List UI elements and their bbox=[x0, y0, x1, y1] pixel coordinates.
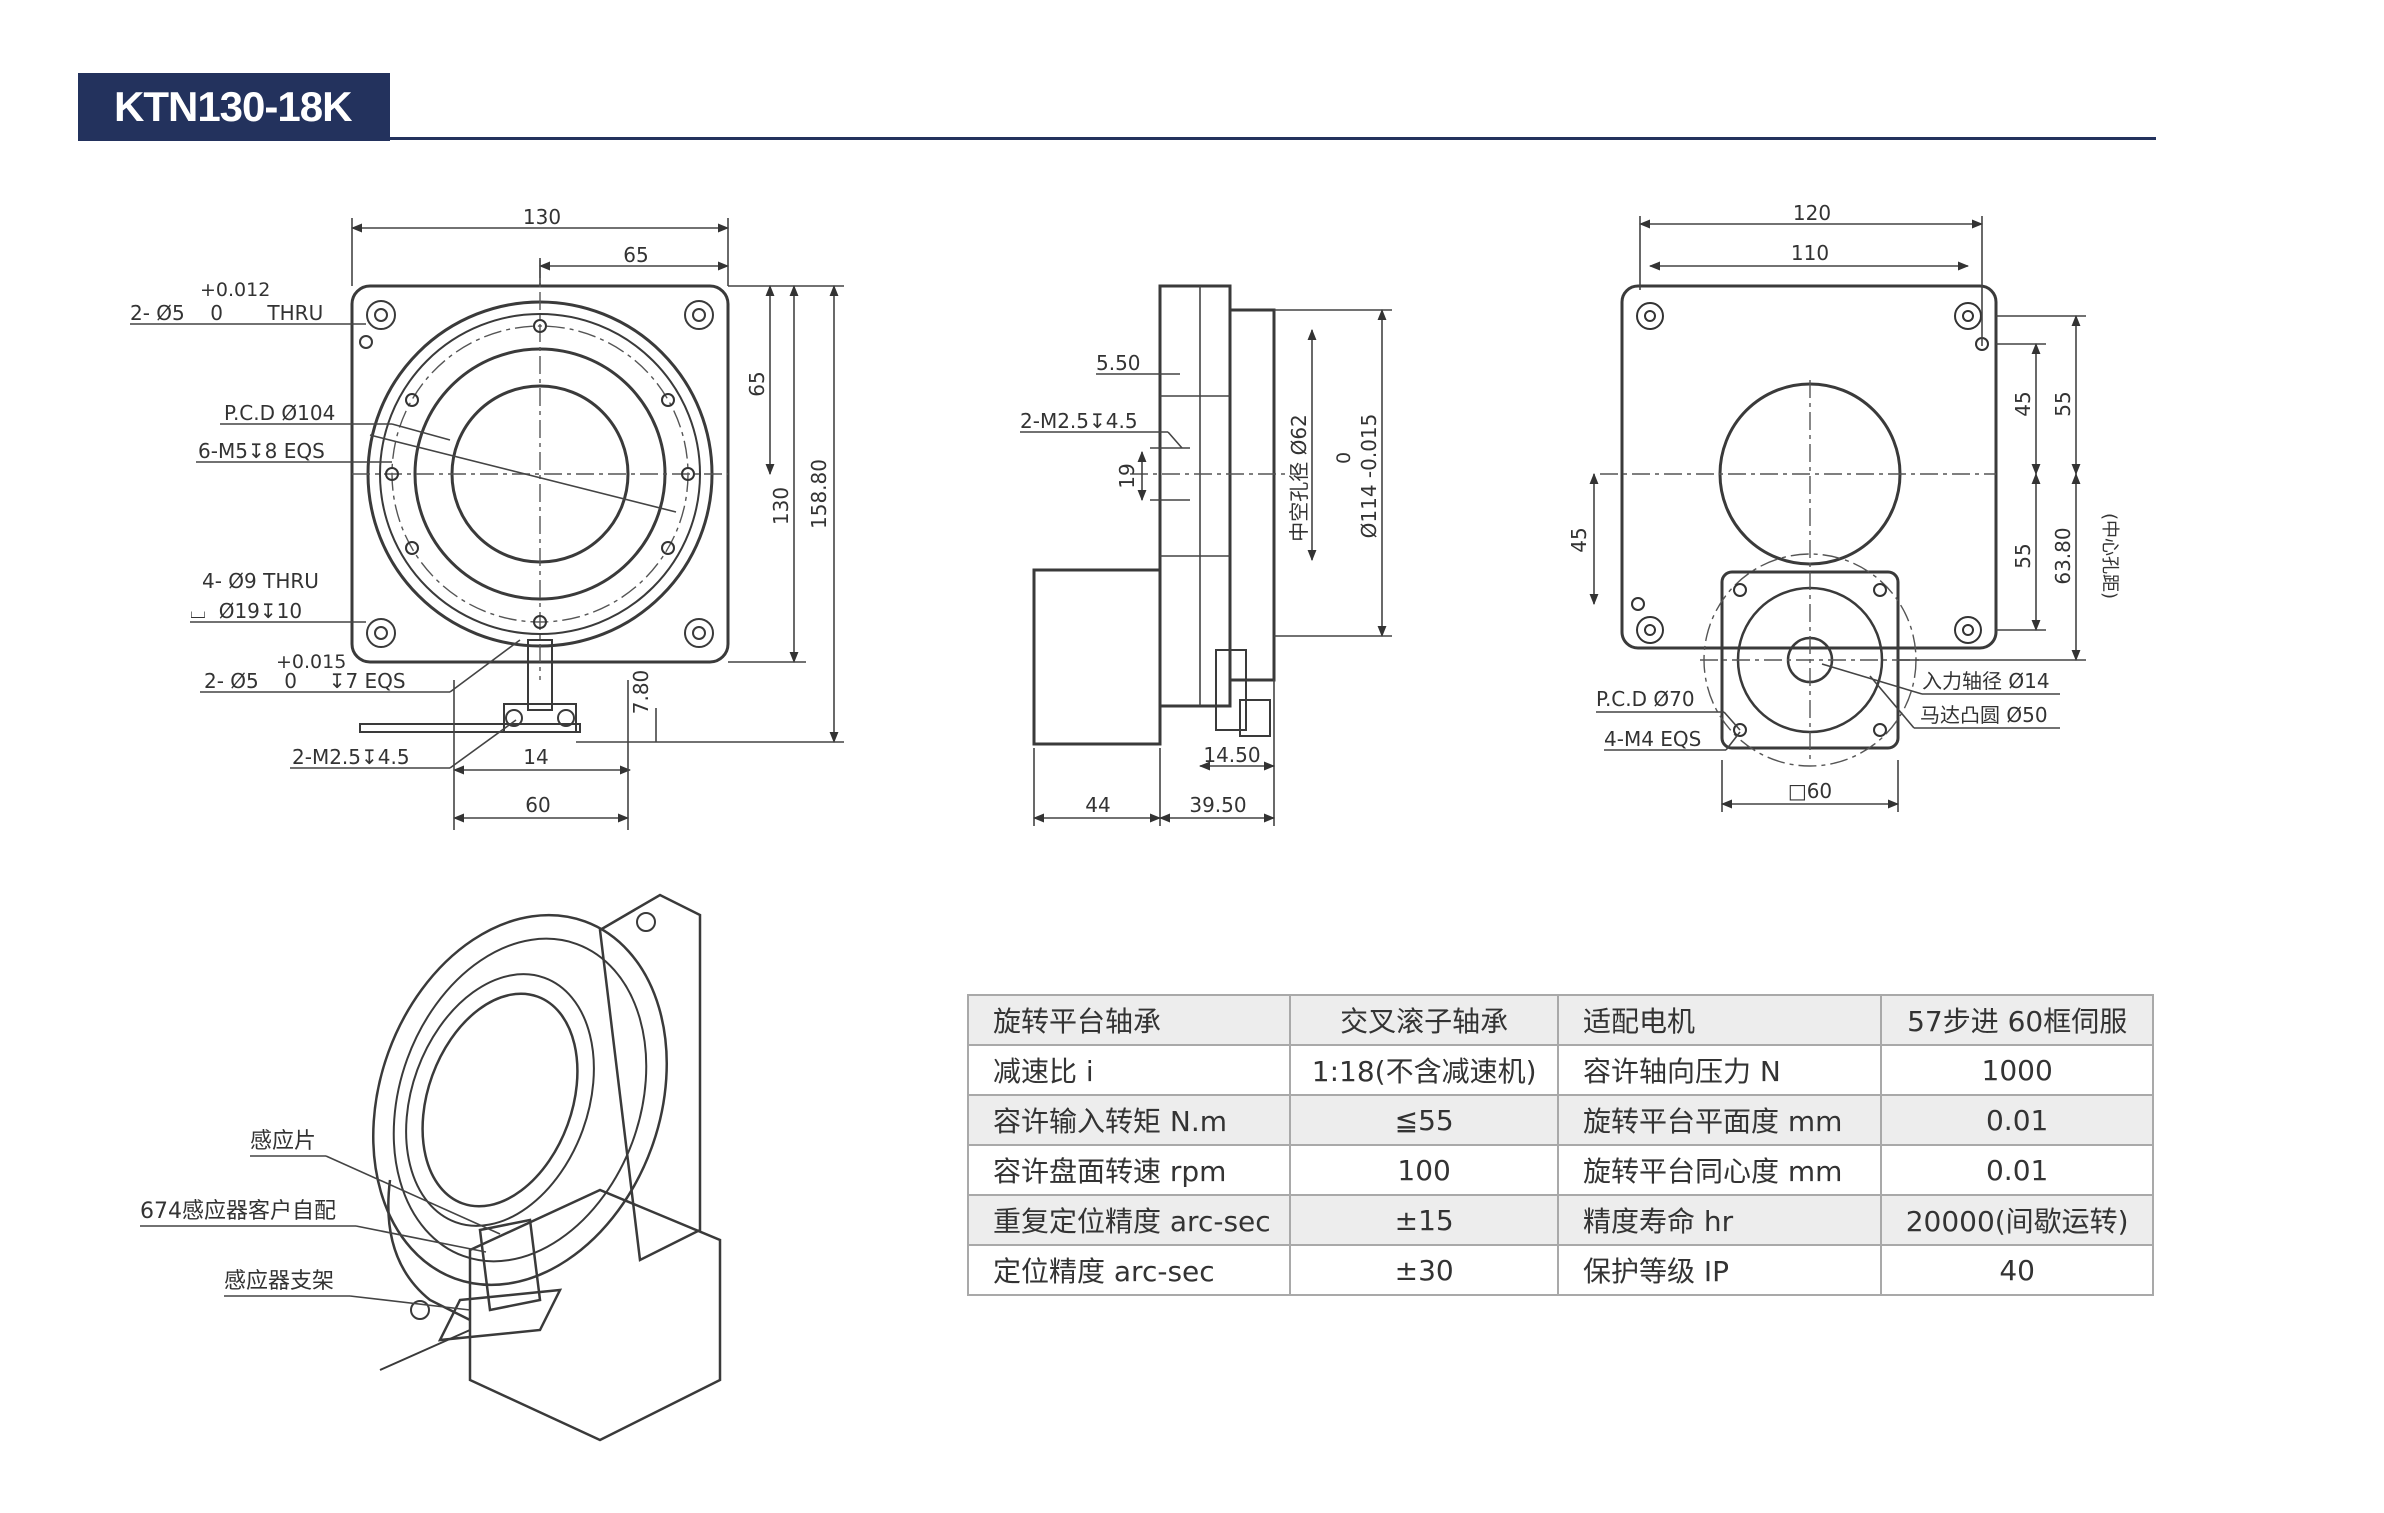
side-body bbox=[1158, 284, 1232, 708]
spec-key: 容许盘面转速 rpm bbox=[966, 1144, 1292, 1196]
rear-pcd-label: P.C.D Ø70 bbox=[1596, 687, 1695, 711]
rear-dim-55a: 55 bbox=[2051, 391, 2075, 416]
iso-sensor bbox=[437, 1288, 563, 1342]
spec-value: 1:18(不含减速机) bbox=[1289, 1044, 1559, 1096]
spec-value: 0.01 bbox=[1880, 1094, 2154, 1146]
iso-sensor-bracket bbox=[478, 1218, 542, 1312]
spec-value: 40 bbox=[1880, 1244, 2154, 1296]
side-bore-label: 中空孔径 Ø62 bbox=[1287, 414, 1311, 542]
rear-dim-45b: 45 bbox=[1567, 527, 1591, 552]
front-corner-holes bbox=[359, 300, 714, 648]
spec-key: 旋转平台同心度 mm bbox=[1556, 1144, 1883, 1196]
front-ring-2 bbox=[379, 313, 701, 635]
isometric-labels: 感应片 674感应器客户自配 感应器支架 bbox=[140, 1129, 501, 1311]
front-dim-14: 14 bbox=[523, 745, 548, 769]
iso-label-bracket: 感应器支架 bbox=[224, 1269, 334, 1294]
front-counterbore-label: ⌴ Ø19↧10 bbox=[190, 599, 302, 623]
spec-value: 57步进 60框伺服 bbox=[1880, 994, 2154, 1046]
table-row: 容许输入转矩 N.m ≦55 旋转平台平面度 mm 0.01 bbox=[966, 1094, 2154, 1146]
side-dim-3950: 39.50 bbox=[1189, 793, 1246, 817]
isometric-view bbox=[372, 893, 722, 1442]
header-rule bbox=[390, 137, 2156, 140]
rear-dim-55b: 55 bbox=[2011, 543, 2035, 568]
front-dim-v65: 65 bbox=[745, 371, 769, 396]
rear-plate bbox=[1620, 284, 1998, 650]
side-dim-19: 19 bbox=[1115, 463, 1139, 488]
front-pcd-leader bbox=[369, 434, 677, 513]
spec-key: 重复定位精度 arc-sec bbox=[966, 1194, 1292, 1246]
front-m25-label: 2-M2.5↧4.5 bbox=[292, 745, 410, 769]
rear-dim-sq60: □60 bbox=[1788, 779, 1832, 803]
iso-side-plate bbox=[598, 893, 702, 1262]
front-pcd-label: P.C.D Ø104 bbox=[224, 401, 335, 425]
front-view: 130 65 65 130 158.80 7.80 14 60 +0.012 2… bbox=[130, 205, 844, 830]
rear-dim-45a: 45 bbox=[2011, 391, 2035, 416]
side-tol-0: 0 bbox=[1333, 452, 1355, 464]
rear-shaft-label: 入力轴径 Ø14 bbox=[1922, 669, 2050, 693]
table-row: 定位精度 arc-sec ±30 保护等级 IP 40 bbox=[966, 1244, 2154, 1296]
spec-key: 容许轴向压力 N bbox=[1556, 1044, 1883, 1096]
rear-dim-120: 120 bbox=[1793, 201, 1831, 225]
side-motor bbox=[1032, 568, 1162, 746]
iso-motor-box bbox=[468, 1188, 722, 1442]
front-dim-130: 130 bbox=[523, 205, 561, 229]
table-row: 减速比 i 1:18(不含减速机) 容许轴向压力 N 1000 bbox=[966, 1044, 2154, 1096]
front-thru9-label: 4- Ø9 THRU bbox=[202, 569, 319, 593]
rear-center-label: (中心孔距) bbox=[2099, 513, 2120, 599]
rear-view: 120 110 45 55 45 55 63.80 (中心孔距) P.C.D Ø… bbox=[1567, 201, 2120, 812]
side-m25-label: 2-M2.5↧4.5 bbox=[1020, 409, 1138, 433]
iso-bore bbox=[421, 992, 579, 1208]
spec-key: 保护等级 IP bbox=[1556, 1244, 1883, 1296]
rear-dim-110: 110 bbox=[1791, 241, 1829, 265]
side-table bbox=[1228, 308, 1276, 682]
front-m5-label: 6-M5↧8 EQS bbox=[198, 439, 325, 463]
side-d114-label: Ø114 -0.015 bbox=[1357, 414, 1381, 539]
rear-m4-label: 4-M4 EQS bbox=[1604, 727, 1701, 751]
rear-boss-label: 马达凸圆 Ø50 bbox=[1920, 703, 2048, 727]
front-sensor-bracket bbox=[359, 639, 581, 733]
spec-value: 20000(间歇运转) bbox=[1880, 1194, 2154, 1246]
side-dim-1450: 14.50 bbox=[1203, 743, 1260, 767]
model-title: KTN130-18K bbox=[78, 73, 390, 141]
spec-key: 容许输入转矩 N.m bbox=[966, 1094, 1292, 1146]
side-dim-44: 44 bbox=[1085, 793, 1110, 817]
spec-key: 旋转平台轴承 bbox=[966, 994, 1292, 1046]
spec-key: 适配电机 bbox=[1556, 994, 1883, 1046]
spec-value: ±15 bbox=[1289, 1194, 1559, 1246]
spec-value: 1000 bbox=[1880, 1044, 2154, 1096]
iso-label-sensor: 674感应器客户自配 bbox=[140, 1199, 336, 1224]
front-dim-v158: 158.80 bbox=[807, 459, 831, 529]
rear-dim-6380: 63.80 bbox=[2051, 527, 2075, 584]
spec-key: 旋转平台平面度 mm bbox=[1556, 1094, 1883, 1146]
front-tol-1: +0.012 bbox=[200, 279, 270, 301]
front-dim-v130: 130 bbox=[769, 487, 793, 525]
table-row: 容许盘面转速 rpm 100 旋转平台同心度 mm 0.01 bbox=[966, 1144, 2154, 1196]
spec-value: 100 bbox=[1289, 1144, 1559, 1196]
side-view: 5.50 2-M2.5↧4.5 19 中空孔径 Ø62 0 Ø114 -0.01… bbox=[1020, 284, 1392, 826]
spec-value: 交叉滚子轴承 bbox=[1289, 994, 1559, 1046]
front-hole-label-1: 2- Ø5 0 THRU bbox=[130, 301, 323, 325]
table-row: 旋转平台轴承 交叉滚子轴承 适配电机 57步进 60框伺服 bbox=[966, 994, 2154, 1046]
side-dim-550: 5.50 bbox=[1096, 351, 1141, 375]
spec-value: 0.01 bbox=[1880, 1144, 2154, 1196]
iso-outer-ring bbox=[372, 913, 668, 1287]
side-bracket bbox=[1215, 649, 1271, 737]
front-dim-780: 7.80 bbox=[629, 670, 653, 715]
front-dim-65: 65 bbox=[623, 243, 648, 267]
spec-key: 定位精度 arc-sec bbox=[966, 1244, 1292, 1296]
front-hole-label-2: 2- Ø5 0 ↧7 EQS bbox=[204, 669, 406, 693]
spec-value: ≦55 bbox=[1289, 1094, 1559, 1146]
spec-key: 减速比 i bbox=[966, 1044, 1292, 1096]
spec-table: 旋转平台轴承 交叉滚子轴承 适配电机 57步进 60框伺服 减速比 i 1:18… bbox=[966, 994, 2154, 1296]
front-tol-2: +0.015 bbox=[276, 651, 346, 673]
spec-key: 精度寿命 hr bbox=[1556, 1194, 1883, 1246]
table-row: 重复定位精度 arc-sec ±15 精度寿命 hr 20000(间歇运转) bbox=[966, 1194, 2154, 1246]
iso-label-sheet: 感应片 bbox=[250, 1129, 316, 1154]
spec-value: ±30 bbox=[1289, 1244, 1559, 1296]
rear-holes bbox=[1631, 302, 1989, 737]
front-pcd-holes bbox=[385, 319, 695, 629]
front-dim-60: 60 bbox=[525, 793, 550, 817]
